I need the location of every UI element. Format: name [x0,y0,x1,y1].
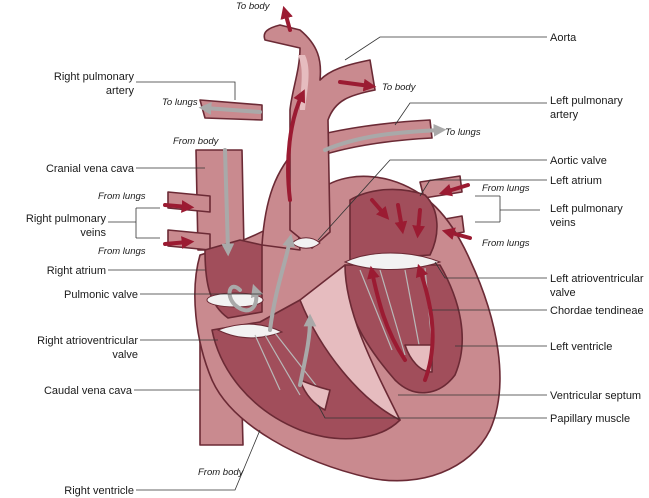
flow-from-lungs-left-2: From lungs [98,246,146,257]
label-pulmonic-valve: Pulmonic valve [64,289,138,301]
flow-to-body-top: To body [236,1,271,12]
flow-from-body-top: From body [173,136,220,147]
left-atrium-chamber [349,188,438,261]
label-right-ventricle: Right ventricle [64,485,134,497]
flow-from-lungs-right-1: From lungs [482,183,530,194]
label-papillary-muscle: Papillary muscle [550,413,630,425]
label-right-atrium: Right atrium [47,265,106,277]
ventricular-septum-wall [299,264,401,421]
label-left-pulmonary-veins-2: veins [550,217,576,229]
label-right-pulmonary-artery-1: Right pulmonary [54,71,135,83]
papillary-muscle-left-shape [404,344,433,373]
label-caudal-vena-cava: Caudal vena cava [44,385,133,397]
heart-illustration [163,5,501,482]
chordae-strands [254,267,433,396]
flow-from-body-bottom: From body [198,467,245,478]
right-av-valve-shape [216,323,284,339]
label-right-pulmonary-veins-1: Right pulmonary [26,213,107,225]
label-cranial-vena-cava: Cranial vena cava [46,163,135,175]
label-right-av-valve-2: valve [112,349,138,361]
label-aorta: Aorta [550,32,577,44]
oxygenated-flow-arrows [163,5,472,382]
label-right-pulmonary-artery-2: artery [106,85,135,97]
label-chordae-tendineae: Chordae tendineae [550,305,644,317]
flow-to-lungs-left: To lungs [162,97,198,108]
flow-from-lungs-right-2: From lungs [482,238,530,249]
papillary-muscle-shape [299,379,331,411]
label-right-av-valve-1: Right atrioventricular [37,335,138,347]
left-labels: Right pulmonary artery Cranial vena cava… [26,71,138,497]
flow-labels: To body To body To lungs To lungs From b… [98,1,530,478]
leader-lines [108,36,547,491]
flow-from-lungs-left-1: From lungs [98,191,146,202]
flow-to-lungs-right: To lungs [445,127,481,138]
label-ventricular-septum: Ventricular septum [550,390,641,402]
deoxygenated-flow-arrows [198,102,447,387]
label-right-pulmonary-veins-2: veins [80,227,106,239]
label-left-pulmonary-artery-1: Left pulmonary [550,95,623,107]
label-aortic-valve: Aortic valve [550,155,607,167]
label-left-ventricle: Left ventricle [550,341,612,353]
label-left-pulmonary-veins-1: Left pulmonary [550,203,623,215]
label-left-av-valve-1: Left atrioventricular [550,273,644,285]
label-left-atrium: Left atrium [550,175,602,187]
aorta-vessel [263,24,376,249]
label-left-pulmonary-artery-2: artery [550,109,579,121]
flow-to-body-right: To body [382,82,417,93]
right-labels: Aorta Left pulmonary artery Aortic valve… [550,32,644,425]
label-left-av-valve-2: valve [550,287,576,299]
aortic-valve-shape [291,237,321,249]
